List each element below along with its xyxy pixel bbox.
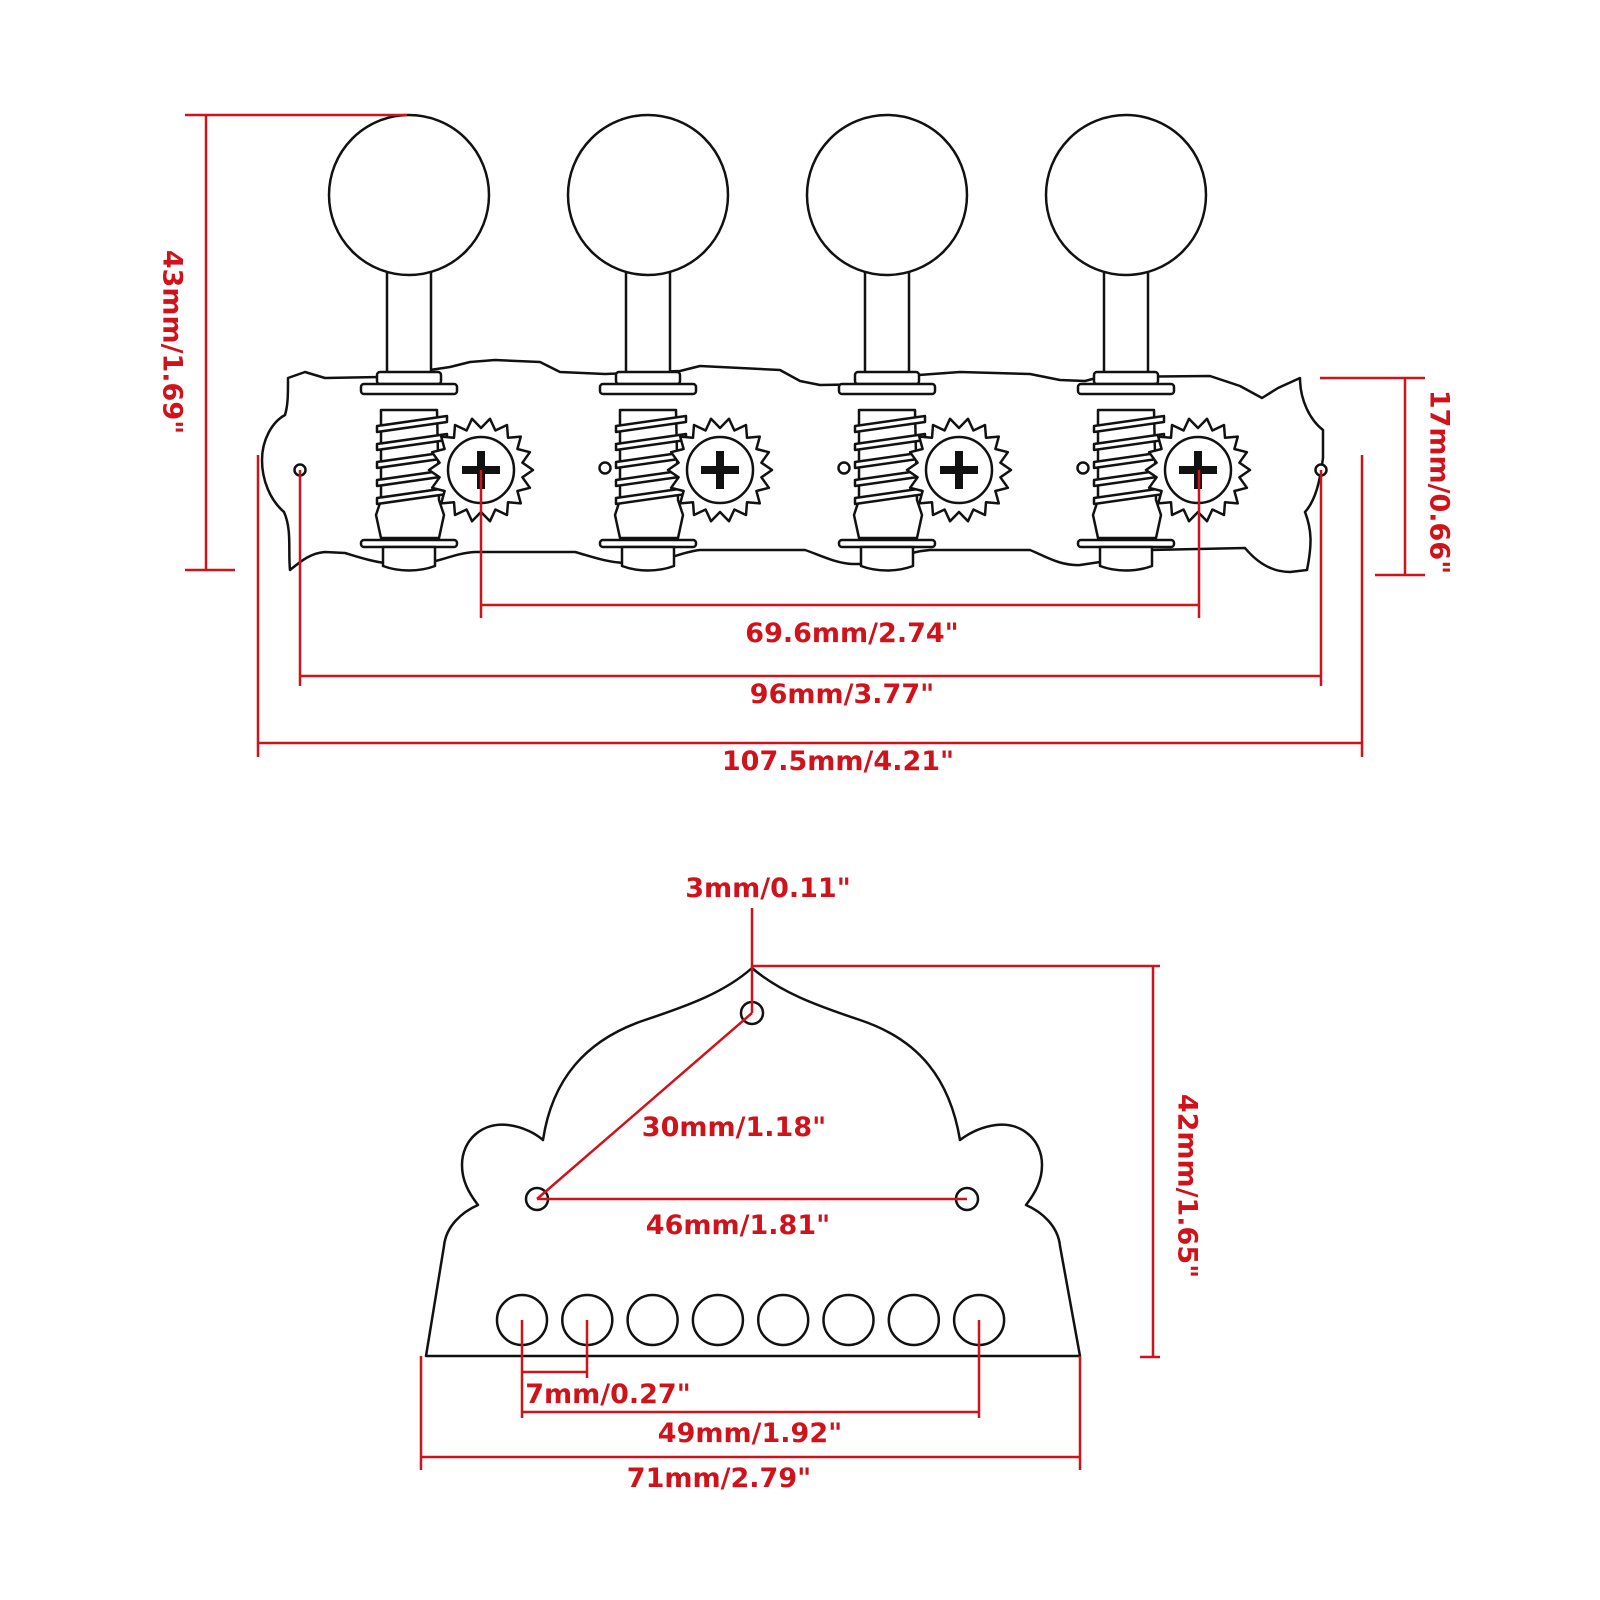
tailpiece-hole-diameter-label: 3mm/0.11" — [685, 873, 851, 904]
tuner-collar — [853, 370, 921, 386]
tailpiece-string-spacing-label: 7mm/0.27" — [525, 1379, 691, 1410]
tuner-units — [327, 113, 1252, 572]
tuner-shaft — [385, 260, 433, 376]
tuner-plate — [260, 358, 1325, 574]
tuner-shaft — [624, 260, 672, 376]
tuner-height-label: 43mm/1.69" — [157, 250, 188, 434]
tuner-collar — [614, 370, 682, 386]
tuner-washer — [598, 382, 698, 396]
tuner-spring-coil — [614, 414, 688, 434]
tuner-plate-height-label: 17mm/0.66" — [1424, 390, 1455, 574]
tuner-bottom-nut — [859, 545, 915, 572]
tuner-dimensions: 43mm/1.69" 17mm/0.66" 69.6mm/2.74" 96mm/… — [157, 113, 1455, 777]
plate-small-hole — [1076, 461, 1090, 475]
tuner-bottom-nut — [1098, 545, 1154, 572]
tailpiece-drawing — [424, 966, 1082, 1358]
tuner-knob — [327, 113, 491, 277]
plate-small-hole — [837, 461, 851, 475]
tailpiece-dimensions: 3mm/0.11" 42mm/1.65" 30mm/1.18" 46mm/1.8… — [419, 873, 1203, 1494]
dim-30-line — [536, 1012, 753, 1200]
tuner-shaft — [863, 260, 911, 376]
screw-cross-icon — [701, 451, 739, 489]
string-hole — [887, 1293, 941, 1347]
tuner-spring-coil — [1092, 414, 1166, 434]
tuner-bottom-nut — [381, 545, 437, 572]
tuner-unit — [566, 113, 774, 572]
tailpiece-string-span-label: 49mm/1.92" — [658, 1418, 842, 1449]
tailpiece-mount-spacing-label: 46mm/1.81" — [646, 1210, 830, 1241]
tuner-unit — [327, 113, 535, 572]
tuner-spring-coil — [375, 414, 449, 434]
string-hole — [822, 1293, 875, 1347]
tuner-knob — [1044, 113, 1208, 277]
plate-small-hole — [598, 461, 612, 475]
string-hole — [626, 1293, 679, 1347]
tuner-knob — [805, 113, 969, 277]
screw-cross-icon — [940, 451, 978, 489]
string-hole — [691, 1293, 745, 1347]
tuner-washer — [359, 382, 459, 396]
tuner-hole-spacing-label: 96mm/3.77" — [750, 679, 934, 710]
tailpiece-diagonal-label: 30mm/1.18" — [642, 1112, 826, 1143]
string-hole — [756, 1293, 810, 1347]
tuner-collar — [1092, 370, 1160, 386]
tuner-unit — [1044, 113, 1252, 572]
tuner-washer — [1076, 382, 1176, 396]
tuner-spring-coil — [853, 414, 927, 434]
tuner-washer — [837, 382, 937, 396]
tuner-drawing — [260, 113, 1328, 574]
tailpiece-width-label: 71mm/2.79" — [627, 1463, 811, 1494]
tuner-total-length-label: 107.5mm/4.21" — [722, 746, 954, 777]
tailpiece-height-label: 42mm/1.65" — [1172, 1094, 1203, 1278]
tuner-shaft — [1102, 260, 1150, 376]
tuner-gear-spacing-label: 69.6mm/2.74" — [745, 618, 958, 649]
tuner-bottom-nut — [620, 545, 676, 572]
tuner-unit — [805, 113, 1013, 572]
tuner-knob — [566, 113, 730, 277]
tuner-collar — [375, 370, 443, 386]
